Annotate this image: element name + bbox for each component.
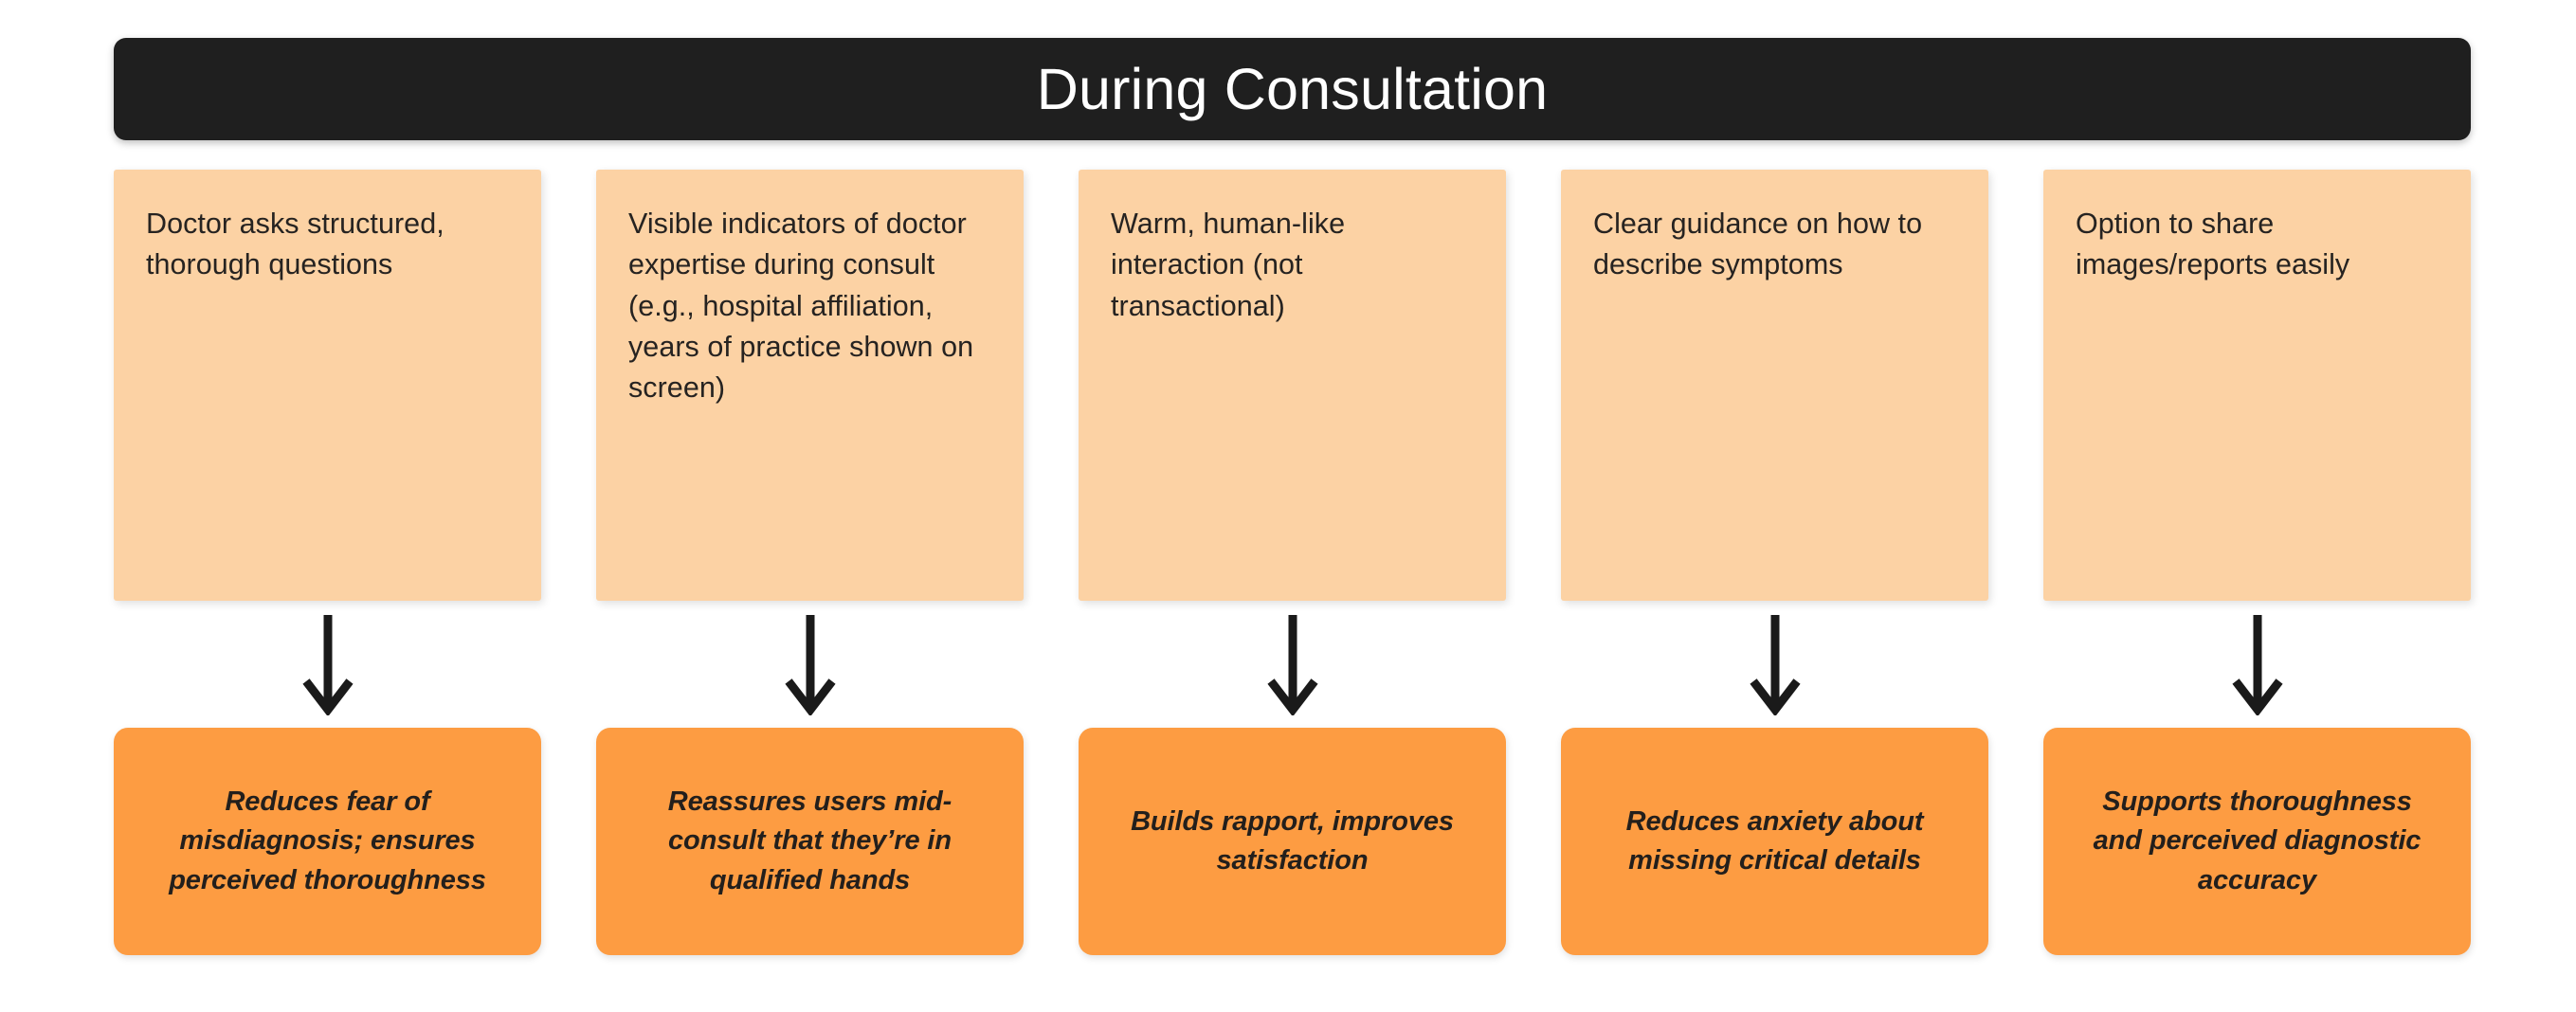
arrow-connector-2 <box>596 601 1024 728</box>
down-arrow-icon <box>301 615 354 715</box>
page-title: During Consultation <box>1036 56 1549 121</box>
factor-card-2-text: Visible indicators of doctor expertise d… <box>628 208 974 405</box>
arrow-connector-5 <box>2043 601 2471 728</box>
arrow-connector-3 <box>1079 601 1506 728</box>
outcome-card-1-text: Reduces fear of misdiagnosis; ensures pe… <box>169 786 486 895</box>
outcome-card-2-text: Reassures users mid-consult that they’re… <box>667 786 952 895</box>
columns-grid: Doctor asks structured, thorough questio… <box>114 170 2471 955</box>
outcome-card-4[interactable]: Reduces anxiety about missing critical d… <box>1561 728 1988 955</box>
outcome-card-3[interactable]: Builds rapport, improves satisfaction <box>1079 728 1506 955</box>
factor-card-1[interactable]: Doctor asks structured, thorough questio… <box>114 170 541 601</box>
section-header-banner: During Consultation <box>114 38 2471 140</box>
factor-card-4-text: Clear guidance on how to describe sympto… <box>1593 208 1923 281</box>
down-arrow-icon <box>784 615 836 715</box>
outcome-card-4-text: Reduces anxiety about missing critical d… <box>1625 805 1924 876</box>
column-5: Option to share images/reports easily Su… <box>2043 170 2471 955</box>
arrow-connector-4 <box>1561 601 1988 728</box>
outcome-card-3-text: Builds rapport, improves satisfaction <box>1131 805 1454 876</box>
factor-card-3-text: Warm, human-like interaction (not transa… <box>1111 208 1346 322</box>
outcome-card-5-text: Supports thoroughness and perceived diag… <box>2093 786 2422 895</box>
factor-card-5-text: Option to share images/reports easily <box>2076 208 2350 281</box>
factor-card-5[interactable]: Option to share images/reports easily <box>2043 170 2471 601</box>
factor-card-4[interactable]: Clear guidance on how to describe sympto… <box>1561 170 1988 601</box>
column-1: Doctor asks structured, thorough questio… <box>114 170 541 955</box>
outcome-card-2[interactable]: Reassures users mid-consult that they’re… <box>596 728 1024 955</box>
down-arrow-icon <box>2231 615 2283 715</box>
column-3: Warm, human-like interaction (not transa… <box>1079 170 1506 955</box>
arrow-connector-1 <box>114 601 541 728</box>
outcome-card-5[interactable]: Supports thoroughness and perceived diag… <box>2043 728 2471 955</box>
factor-card-1-text: Doctor asks structured, thorough questio… <box>146 208 444 281</box>
factor-card-3[interactable]: Warm, human-like interaction (not transa… <box>1079 170 1506 601</box>
outcome-card-1[interactable]: Reduces fear of misdiagnosis; ensures pe… <box>114 728 541 955</box>
column-2: Visible indicators of doctor expertise d… <box>596 170 1024 955</box>
down-arrow-icon <box>1749 615 1801 715</box>
down-arrow-icon <box>1266 615 1318 715</box>
column-4: Clear guidance on how to describe sympto… <box>1561 170 1988 955</box>
factor-card-2[interactable]: Visible indicators of doctor expertise d… <box>596 170 1024 601</box>
